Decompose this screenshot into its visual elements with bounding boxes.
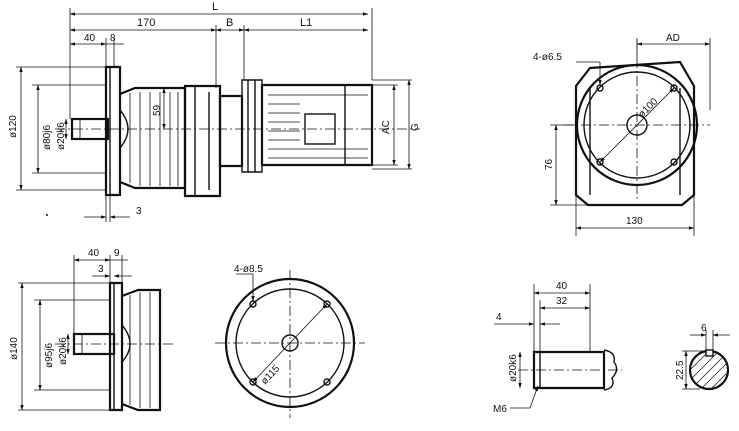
shaft-dim-M6: M6 [493,404,507,415]
alt-dim-bolts-8-5: 4-ø8.5 [234,264,263,275]
dim-dia-120: ø120 [8,115,19,138]
motor-adapter [218,94,244,168]
motor-fins [268,94,368,159]
alt-side-view: 40 9 3 ø140 ø95j6 ø20k6 [9,248,175,412]
shaft-detail: 40 32 4 ø20k6 M6 [493,281,622,415]
dim-dia-20: ø20k6 [56,122,67,150]
dim-L: L [212,1,218,13]
alt-dim-20: ø20k6 [58,337,69,365]
dim-8: 8 [110,33,116,44]
keyway [705,349,714,357]
key-dim-6: 6 [701,323,707,334]
output-shaft [70,117,110,141]
alt-dim-40: 40 [88,248,100,259]
key-section-circle [688,349,730,391]
main-side-view: L 170 B L1 40 8 ø120 ø80j6 ø20k6 [8,1,421,222]
dim-AD: AD [666,33,680,44]
alt-dim-95: ø95j6 [44,343,55,368]
dim-bolts-6-5: 4-ø6.5 [533,52,562,63]
dim-AC: AC [381,120,392,134]
dim-40: 40 [84,33,96,44]
dim-dia-80: ø80j6 [42,125,53,150]
shaft-dim-20: ø20k6 [508,354,519,382]
dim-G: G [410,123,421,131]
alt-dim-pcd-115: ø115 [259,363,282,387]
dim-59: 59 [152,104,163,116]
key-section: 6 22.5 [675,323,730,391]
alt-dim-3: 3 [98,264,104,275]
dim-3: 3 [136,206,142,217]
alt-flange [108,281,124,412]
dim-pcd-100: ø100 [636,96,660,120]
dim-76: 76 [544,158,555,170]
dim-L1: L1 [300,17,312,29]
key-dim-22-5: 22.5 [675,360,686,380]
motor-body [260,83,374,167]
dim-170: 170 [137,17,155,29]
intermediate-housing [183,84,222,198]
dim-B: B [226,17,233,29]
dim-130: 130 [626,216,643,227]
shaft-dim-4: 4 [496,312,502,323]
shaft-body [532,350,606,390]
alt-flange-face: ø115 4-ø8.5 [215,264,365,418]
shaft-dim-32: 32 [556,296,568,307]
alt-dim-140: ø140 [9,337,20,360]
alt-dim-9: 9 [114,248,120,259]
housing-ribs [129,92,179,186]
shaft-dim-40: 40 [556,281,568,292]
output-flange [104,65,122,197]
end-view: ø100 4-ø6.5 AD 76 130 [533,33,711,236]
terminal-box [304,113,336,145]
